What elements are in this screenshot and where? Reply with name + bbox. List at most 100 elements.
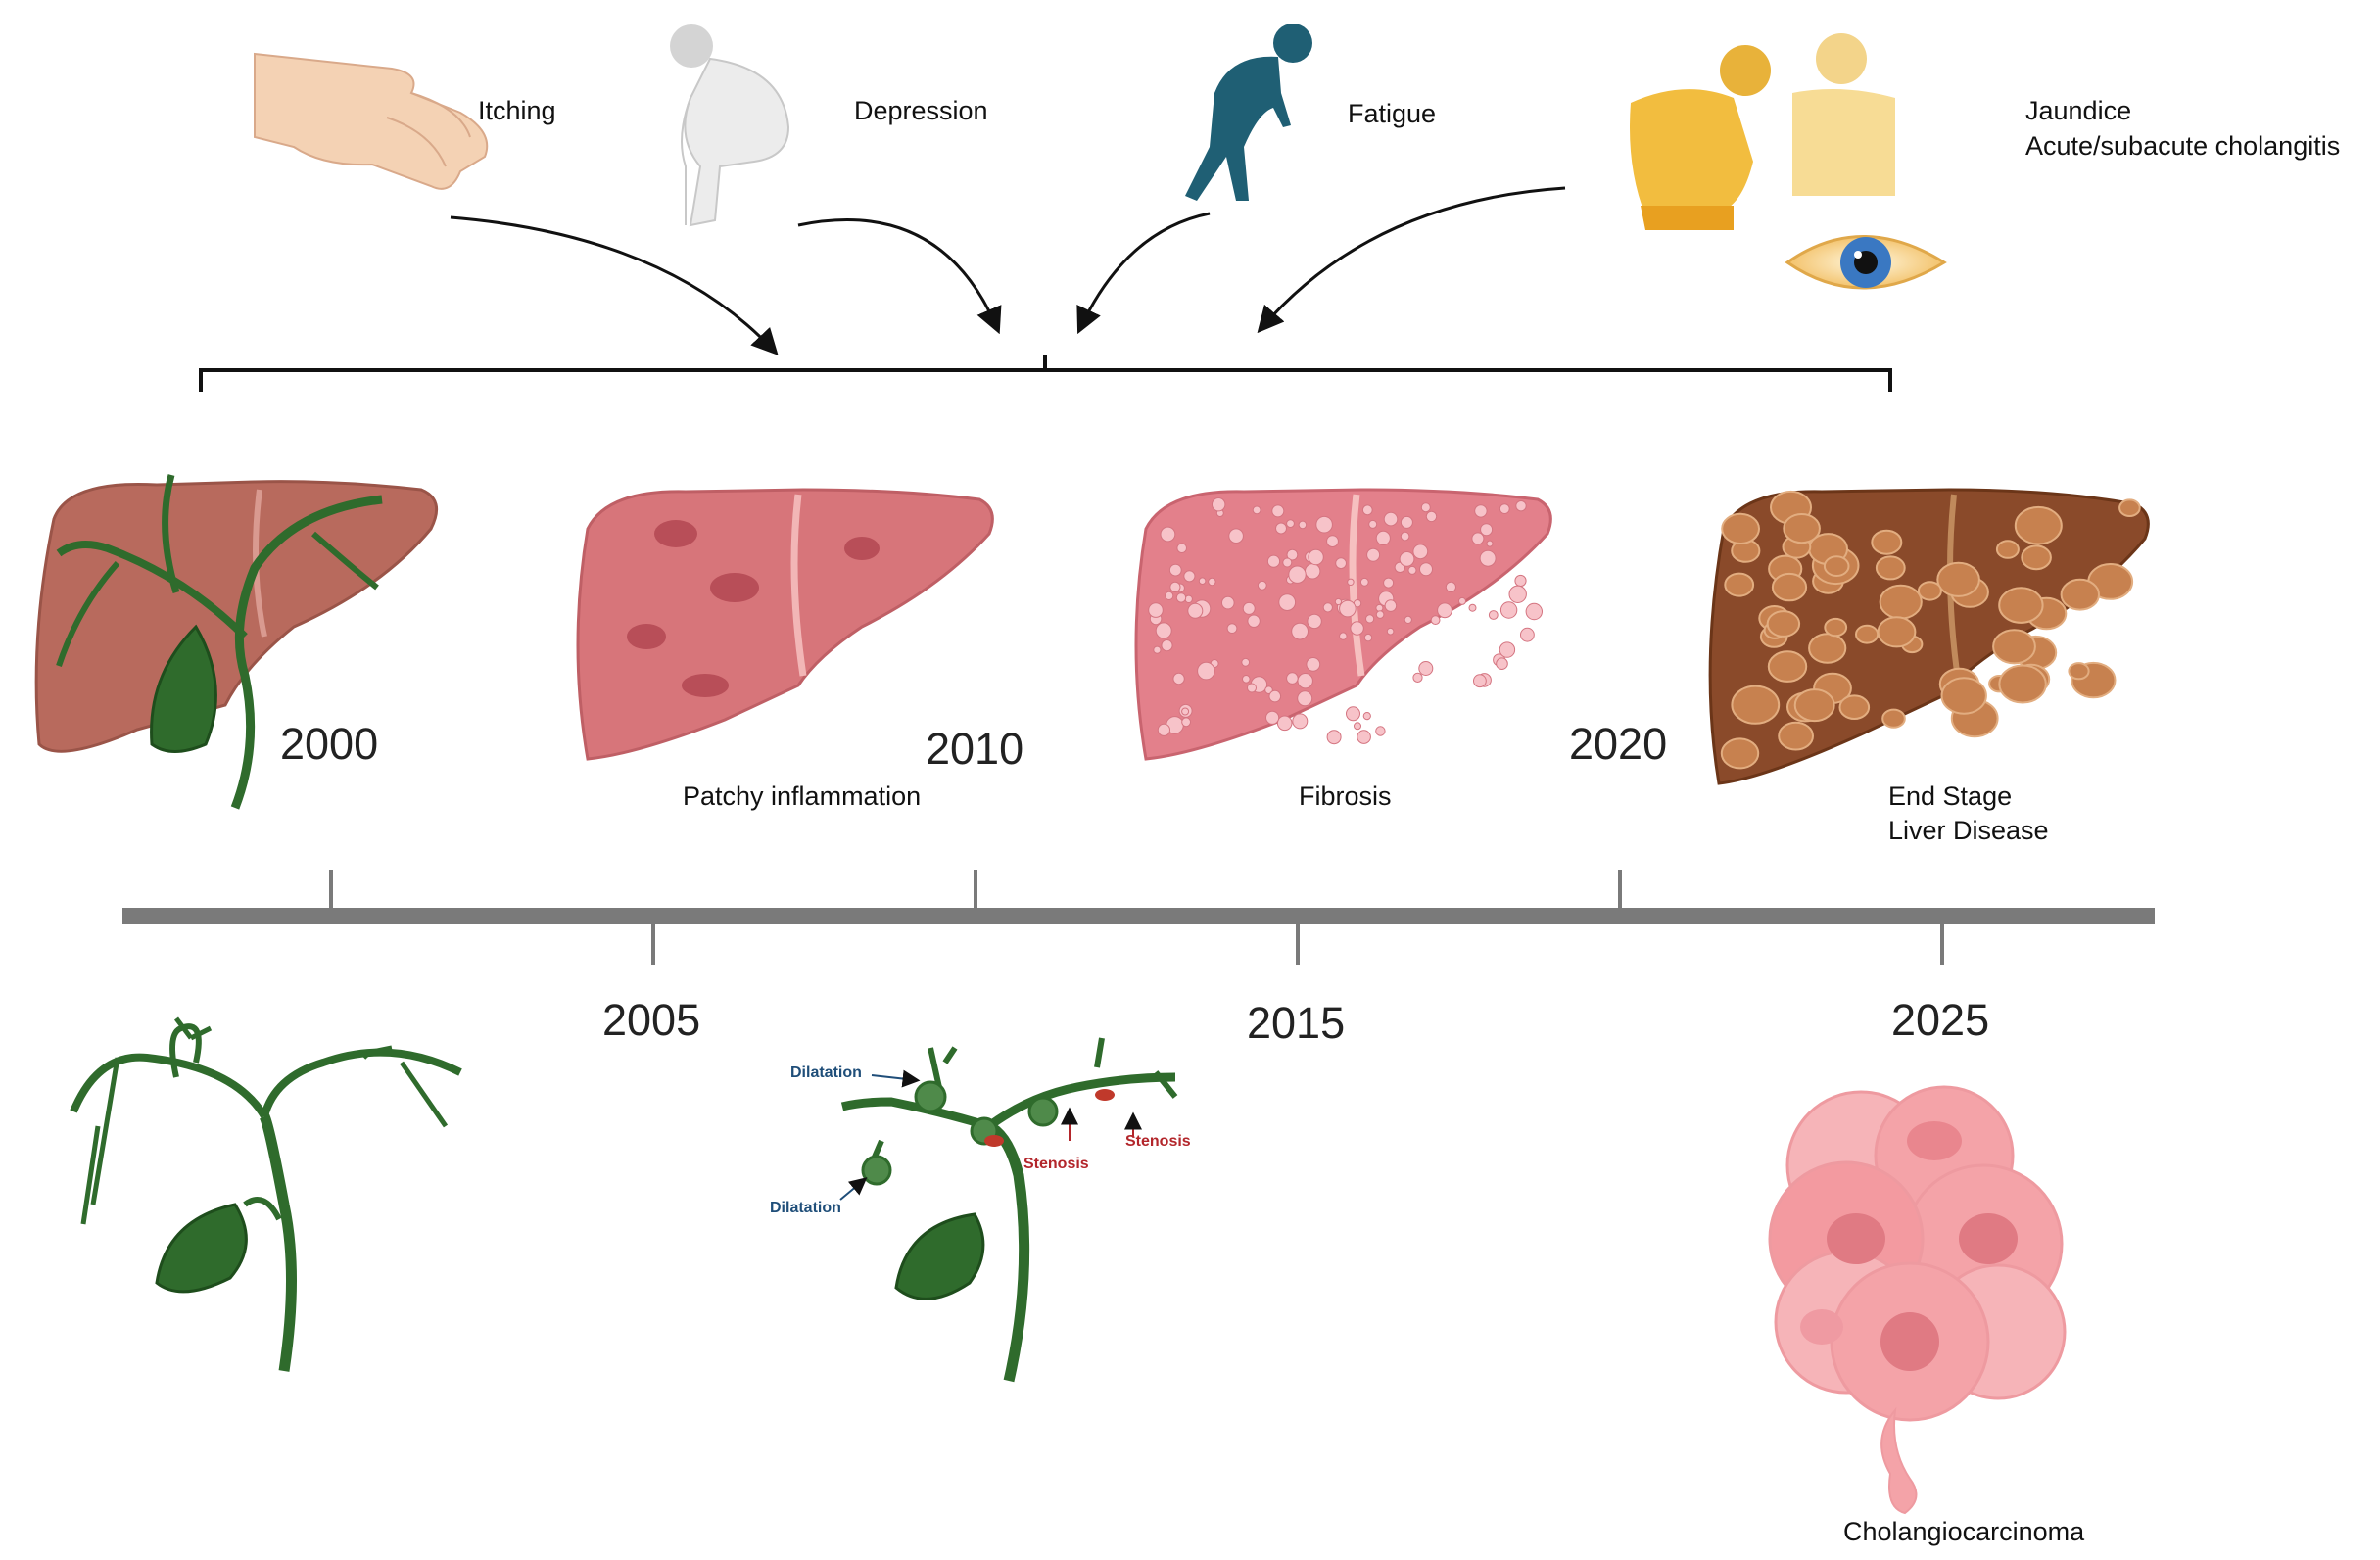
- cirrhotic-nodule: [1731, 685, 1781, 725]
- symptom-cholangitis-label: Acute/subacute cholangitis: [2025, 131, 2341, 161]
- fibrosis-dot: [1176, 543, 1187, 554]
- year-label: 2020: [1569, 719, 1668, 769]
- dilatation-label: Dilatation: [770, 1200, 841, 1216]
- year-label: 2005: [602, 995, 701, 1045]
- stage-inflammation-label: Patchy inflammation: [683, 781, 922, 811]
- fibrosis-dot: [1357, 730, 1371, 744]
- inflamed-liver-icon: [576, 488, 994, 761]
- fibrosis-dot: [1366, 547, 1381, 562]
- fibrosis-dot: [1419, 562, 1433, 577]
- fibrosis-dot: [1400, 515, 1413, 529]
- fibrosis-dot: [1198, 577, 1207, 586]
- fibrosis-dot: [1361, 504, 1373, 516]
- fibrosis-dot: [1346, 706, 1360, 722]
- fibrosis-dot: [1458, 596, 1466, 605]
- fibrosis-dot: [1354, 722, 1361, 731]
- fibrosis-dot: [1339, 632, 1348, 640]
- fibrosis-dot: [1334, 597, 1343, 606]
- fibrosis-dot: [1252, 505, 1261, 515]
- fibrosis-dot: [1305, 563, 1321, 580]
- yellow-eye-icon: [1785, 235, 1947, 290]
- fibrosis-dot: [1363, 633, 1373, 642]
- fibrosis-dot: [1242, 675, 1251, 684]
- cirrhotic-nodule: [1767, 650, 1808, 683]
- fibrosis-dot: [1292, 713, 1309, 730]
- fibrosis-dot: [1474, 504, 1488, 518]
- fibrosis-dot: [1365, 614, 1375, 624]
- symptom-bracket: [199, 355, 1892, 392]
- stenosis-label: Stenosis: [1125, 1133, 1191, 1150]
- fibrosis-dot: [1362, 712, 1371, 721]
- fibrosis-dot: [1286, 519, 1295, 528]
- fibrosis-dot: [1160, 526, 1176, 543]
- cirrhotic-nodule: [1940, 677, 1987, 715]
- depressed-person-icon: [670, 24, 790, 227]
- cirrhotic-nodule: [1998, 587, 2044, 624]
- cirrhotic-nodule: [2068, 662, 2090, 681]
- fibrosis-dot: [1425, 510, 1438, 523]
- fibrosis-dot: [1386, 627, 1395, 636]
- fibrosis-dot: [1298, 520, 1308, 530]
- fibrosis-dot: [1471, 532, 1485, 545]
- jaundiced-person-icon: [1630, 33, 1895, 230]
- fibrosis-dot: [1228, 528, 1244, 544]
- cirrhotic-nodule: [1823, 555, 1850, 577]
- fibrosis-dot: [1197, 661, 1215, 681]
- fibrosis-dot: [1515, 500, 1527, 512]
- fibrosis-dot: [1488, 610, 1499, 620]
- cirrhotic-liver-icon: [1708, 488, 2150, 785]
- fibrosis-dot: [1169, 581, 1181, 593]
- healthy-liver-icon: [34, 480, 439, 753]
- fibrosis-dot: [1383, 511, 1399, 527]
- fibrosis-dot: [1175, 592, 1187, 603]
- fibrosis-dot: [1322, 602, 1333, 613]
- fibrosis-dot: [1473, 674, 1487, 688]
- fibrosis-dot: [1297, 690, 1313, 707]
- fibrosis-dot: [1181, 707, 1190, 716]
- stage-end-stage-label: End Stage: [1888, 781, 2013, 811]
- cirrhotic-nodule: [1855, 624, 1880, 644]
- fibrosis-dot: [1347, 578, 1355, 586]
- stage-end-stage-label: Liver Disease: [1888, 816, 2049, 845]
- cirrhotic-nodule: [1721, 512, 1760, 545]
- cirrhotic-nodule: [1936, 561, 1980, 597]
- year-label: 2015: [1247, 998, 1346, 1048]
- fibrosis-dot: [1276, 715, 1293, 732]
- cirrhotic-nodule: [1720, 737, 1760, 770]
- stenosis-label: Stenosis: [1023, 1156, 1089, 1172]
- cirrhotic-nodule: [1783, 513, 1821, 544]
- cirrhotic-nodule: [1917, 581, 1942, 601]
- cirrhotic-nodule: [1875, 555, 1906, 581]
- fibrosis-dot: [1286, 548, 1299, 561]
- fibrosis-dot: [1308, 548, 1324, 566]
- cholangiocarcinoma-cells-icon: [1768, 1085, 2067, 1515]
- symptom-jaundice-label: Jaundice: [2025, 96, 2132, 125]
- cirrhotic-nodule: [1824, 617, 1848, 638]
- hand-scratching-icon: [254, 52, 489, 190]
- fibrosis-dot: [1315, 515, 1333, 534]
- symptom-arrows: [450, 186, 1566, 355]
- fibrosis-dot: [1187, 602, 1204, 619]
- symptom-fatigue-label: Fatigue: [1348, 99, 1437, 128]
- fibrosis-dot: [1418, 661, 1434, 676]
- fibrotic-liver-icon: [1134, 488, 1552, 761]
- symptom-itching-label: Itching: [478, 96, 556, 125]
- fibrosis-dot: [1153, 645, 1162, 654]
- fibrosis-dot: [1496, 657, 1508, 671]
- fibrosis-dot: [1468, 603, 1477, 612]
- fibrosis-dot: [1247, 614, 1261, 628]
- fibrosis-dot: [1221, 595, 1235, 610]
- fibrosis-dot: [1399, 551, 1415, 567]
- cirrhotic-nodule: [1877, 616, 1917, 648]
- fibrosis-dot: [1181, 717, 1191, 728]
- fibrosis-dot: [1420, 502, 1431, 513]
- fibrosis-dot: [1400, 531, 1410, 542]
- cirrhotic-nodule: [1771, 572, 1808, 602]
- fibrosis-dot: [1278, 593, 1297, 611]
- fibrosis-dot: [1375, 726, 1386, 736]
- fibrosis-dot: [1148, 602, 1164, 618]
- fibrosis-dot: [1155, 622, 1172, 639]
- fibrosis-dot: [1384, 599, 1398, 612]
- bile-duct-over-liver-icon: [56, 474, 383, 810]
- cirrhotic-nodule: [1995, 540, 2020, 559]
